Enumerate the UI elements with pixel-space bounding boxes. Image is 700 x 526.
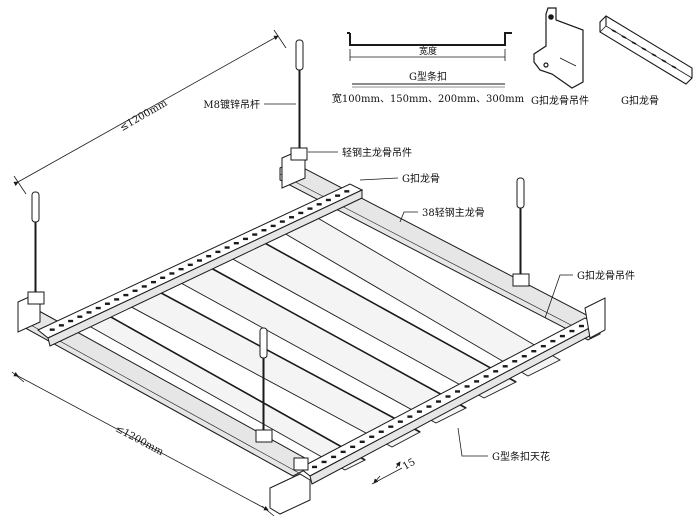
- keel-slot: [312, 465, 318, 469]
- right-keel-slots: [312, 324, 584, 469]
- g-keel-drawing: [599, 15, 693, 85]
- hanger-rod: [512, 177, 530, 287]
- keel-slot: [321, 460, 327, 464]
- callout-main-keel-hanger: 轻钢主龙骨吊件: [342, 146, 412, 159]
- keel-slot: [388, 425, 394, 428]
- dimension-top: [13, 29, 287, 195]
- keel-slot: [206, 254, 212, 258]
- keel-slot: [340, 450, 346, 454]
- keel-slot: [397, 420, 403, 423]
- keel-slot: [169, 272, 175, 275]
- keel-slot: [114, 298, 120, 301]
- dimension-bottom-label: ≤1200mm: [113, 424, 165, 459]
- keel-slot: [187, 263, 193, 267]
- keel-slot: [68, 319, 74, 323]
- keel-slot: [426, 405, 432, 408]
- left-keel-slots: [49, 190, 350, 331]
- keel-slot: [335, 194, 341, 197]
- keel-slot: [350, 445, 356, 449]
- callout-leaders: [264, 103, 573, 457]
- keel-slot: [369, 435, 375, 438]
- keel-slot: [160, 276, 166, 279]
- callout-rod: M8镀锌吊杆: [203, 98, 260, 111]
- keel-slot: [359, 440, 365, 443]
- hanger-rod: [27, 191, 45, 305]
- keel-slot: [493, 370, 499, 373]
- width-label: 宽度: [419, 45, 437, 57]
- keel-slot: [58, 324, 64, 327]
- hanger-rod: [290, 39, 308, 161]
- keel-end-caps: [17, 147, 606, 515]
- dimension-bottom: [11, 371, 275, 517]
- keel-slot: [331, 455, 337, 459]
- keel-slot: [197, 259, 202, 262]
- callout-panel: G型条扣天花: [492, 450, 550, 463]
- keel-slot: [445, 395, 451, 398]
- keel-slot: [95, 306, 101, 310]
- keel-slot: [483, 375, 489, 378]
- keel-slot: [502, 365, 508, 368]
- keel-slot: [252, 233, 258, 236]
- keel-slot: [77, 315, 83, 318]
- keel-slot: [569, 329, 575, 333]
- keel-slot: [132, 289, 138, 292]
- profile-title: G型条扣: [409, 70, 447, 83]
- keel-slot: [279, 220, 285, 223]
- gap-dimension: [371, 461, 403, 485]
- keel-slot: [261, 229, 267, 232]
- keel-slot: [243, 237, 249, 241]
- keel-slot: [141, 285, 147, 288]
- keel-slot: [540, 344, 546, 348]
- keel-slot: [150, 280, 156, 284]
- keel-slot: [289, 216, 295, 219]
- keel-slot: [316, 203, 322, 206]
- profile-legend: 宽度 G型条扣 宽100mm、150mm、200mm、300mm G扣龙骨吊件 …: [332, 7, 693, 107]
- keel-slot: [416, 410, 422, 413]
- hanger-rod: [293, 457, 309, 471]
- keel-slot: [578, 324, 584, 328]
- keel-slot: [233, 242, 239, 245]
- keel-slot: [474, 380, 480, 383]
- keel-slot: [378, 430, 384, 433]
- keel-slot: [435, 400, 441, 403]
- callout-g-keel: G扣龙骨: [402, 172, 440, 185]
- keel-slot: [307, 207, 313, 210]
- callout-main-keel: 38轻钢主龙骨: [422, 206, 485, 219]
- keel-slot: [86, 311, 92, 314]
- gap-dimension-label: 15: [401, 457, 418, 473]
- keel-slot: [178, 267, 184, 271]
- keel-slot: [325, 198, 331, 202]
- g-keel-hanger-drawing: [533, 7, 584, 89]
- g-profile-section-drawing: [349, 32, 512, 46]
- keel-slot: [559, 334, 565, 338]
- g-keel-caption: G扣龙骨: [621, 94, 659, 107]
- keel-slot: [224, 246, 230, 249]
- keel-slot: [298, 211, 304, 215]
- keel-slot: [531, 350, 537, 353]
- keel-slot: [49, 328, 55, 331]
- dimension-top-label: ≤1200mm: [118, 98, 170, 134]
- keel-slot: [215, 250, 221, 254]
- keel-slot: [521, 355, 527, 358]
- keel-slot: [123, 293, 129, 297]
- keel-slot: [464, 385, 470, 388]
- keel-slot: [407, 415, 413, 418]
- keel-slot: [550, 339, 556, 343]
- g-keel-hanger-caption: G扣龙骨吊件: [531, 94, 589, 107]
- keel-slot: [270, 224, 276, 228]
- keel-slot: [344, 190, 350, 193]
- callout-g-keel-hanger: G扣龙骨吊件: [577, 269, 635, 282]
- ceiling-panel-strips: [81, 209, 561, 471]
- keel-slot: [512, 360, 518, 363]
- profile-widths: 宽100mm、150mm、200mm、300mm: [332, 92, 525, 105]
- keel-slot: [455, 390, 461, 393]
- keel-slot: [104, 302, 110, 305]
